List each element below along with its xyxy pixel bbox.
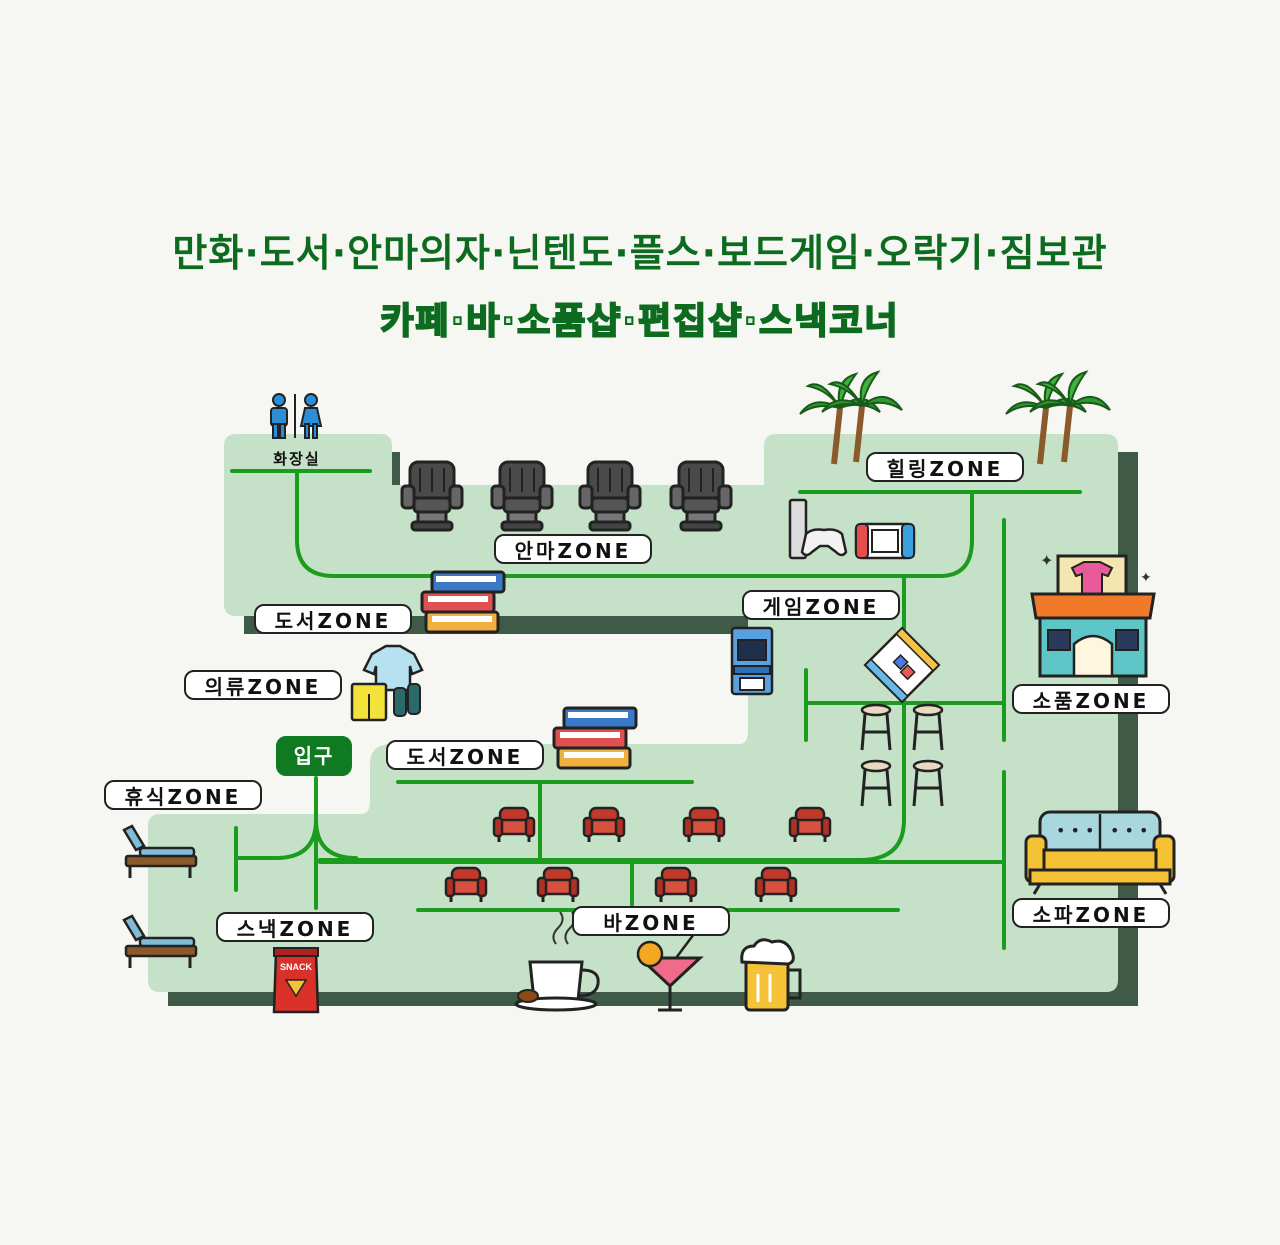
rest-zone-label[interactable]: 휴식ZONE [104,780,262,810]
books-icon [420,570,506,634]
walkway-paths [230,469,1082,950]
snack-bag-icon: SNACK [272,947,320,1014]
coffee-cup-icon [514,911,600,1012]
massage-zone-label[interactable]: 안마ZONE [494,534,652,564]
svg-text:✦: ✦ [1140,570,1152,586]
clothing-icon [350,644,424,722]
bar-zone-label[interactable]: 바ZONE [572,906,730,936]
board-game-icon [863,626,941,704]
healing-zone-label[interactable]: 힐링ZONE [866,452,1024,482]
svg-text:• • •: • • • [1056,821,1094,840]
beer-mug-icon [740,938,802,1012]
books-zone-label-top[interactable]: 도서ZONE [254,604,412,634]
entrance-label[interactable]: 입구 [276,736,352,776]
snack-bag-text: SNACK [280,962,313,972]
title-line-1: 만화·도서·안마의자·닌텐도·플스·보드게임·오락기·짐보관 [172,231,1108,275]
restroom-icon [270,393,323,439]
goods-zone-label[interactable]: 소품ZONE [1012,684,1170,714]
sofa-zone-label[interactable]: 소파ZONE [1012,898,1170,928]
arcade-machine-icon [730,626,774,696]
restroom-label: 화장실 [273,450,321,468]
books-zone-label-mid[interactable]: 도서ZONE [386,740,544,770]
clothing-zone-label[interactable]: 의류ZONE [184,670,342,700]
svg-text:• • •: • • • [1110,821,1148,840]
game-console-icon [788,498,916,560]
cocktail-icon [636,933,704,1012]
shop-icon: ✦ ✦ [1030,551,1156,678]
sofa-icon: • • • • • • [1024,810,1176,895]
floor-area [148,434,1118,992]
svg-text:✦: ✦ [1040,551,1053,570]
books-icon [552,706,638,770]
title-line-2: 카페·바·소품샵·편집샵·스낵코너 [379,300,900,343]
snack-zone-label[interactable]: 스낵ZONE [216,912,374,942]
game-zone-label[interactable]: 게임ZONE [742,590,900,620]
